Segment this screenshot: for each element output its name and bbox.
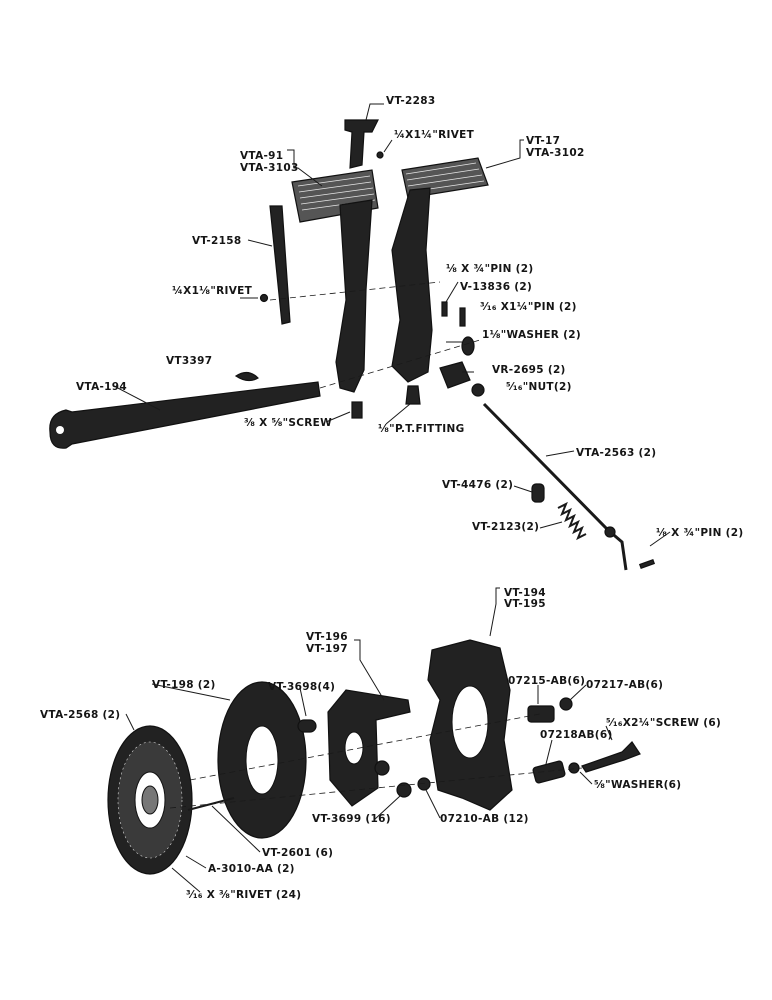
key-vt3397 [234,371,259,382]
screw-5-16 [581,741,641,773]
washer-5-8 [568,762,580,774]
label-vt3699: VT-3699 (16) [312,813,391,825]
label-vt194: VT-194 [504,587,546,599]
spacer-07210 [417,777,431,791]
rod-eye [604,526,616,538]
label-vta194: VTA-194 [76,381,127,393]
label-pt-fitting: ⅛"P.T.FITTING [378,423,465,435]
label-07218: 07218AB(6) [540,729,613,741]
label-pin-3-16: ³⁄₁₆ X1¼"PIN (2) [480,301,577,313]
rivet-left [259,293,269,303]
pt-fitting [405,385,421,405]
label-a3010: A-3010-AA (2) [208,863,295,875]
label-pin-1-8: ⅛ X ¾"PIN (2) [446,263,533,275]
axis-upper-1 [269,281,441,301]
washer-1-1-8 [461,336,475,356]
label-07210: 07210-AB (12) [440,813,529,825]
label-rivet-top: ¼X1¼"RIVET [394,129,475,141]
label-vt196: VT-196 [306,631,348,643]
label-vt2283: VT-2283 [386,95,435,107]
clutch-disc-vta2568 [107,725,193,875]
latch-bar-vt2158 [269,205,291,325]
block-vr2695 [439,361,471,389]
spring-07218 [532,760,566,784]
label-vt2123: VT-2123(2) [472,521,539,533]
label-vt2158: VT-2158 [192,235,241,247]
label-vt3698: VT-3698(4) [268,681,335,693]
label-vr2695: VR-2695 (2) [492,364,566,376]
label-07217: 07217-AB(6) [586,679,663,691]
label-07215: 07215-AB(6) [508,675,585,687]
label-screw-3-8: ⅜ X ⅝"SCREW [244,417,332,429]
label-rivet-left: ¼X1⅛"RIVET [172,285,253,297]
clutch-housing-vt194 [427,639,513,811]
washer-vt3699 [396,782,412,798]
rivet-top [376,151,384,159]
screw-3-8 [351,401,363,419]
label-vta2568: VTA-2568 (2) [40,709,120,721]
roller-small [374,760,390,776]
leader-lines [113,103,671,893]
label-pin-bottom: ⅛ X ¾"PIN (2) [656,527,743,539]
label-vt4476: VT-4476 (2) [442,479,513,491]
pin-3-16 [459,307,466,327]
pin-v13836 [441,301,448,317]
axis-lower-1 [169,767,583,809]
roller-vt3698 [297,719,317,733]
label-vta2563: VTA-2563 (2) [576,447,656,459]
label-vt195: VT-195 [504,598,546,610]
label-vta3102: VTA-3102 [526,147,585,159]
label-v13836: V-13836 (2) [460,281,532,293]
label-vt2601: VT-2601 (6) [262,847,333,859]
label-vt197: VT-197 [306,643,348,655]
spring-07215 [527,705,555,723]
label-vta3103: VTA-3103 [240,162,299,174]
label-washer-2: 1⅛"WASHER (2) [482,329,581,341]
label-vta91: VTA-91 [240,150,283,162]
label-vt198: VT-198 (2) [152,679,216,691]
pin-bottom [638,558,656,570]
lever-arm-hole [344,731,364,765]
nut-5-16 [471,383,485,397]
callout-labels: VT-2283 ¼X1¼"RIVET VTA-91 VTA-3103 VT-17… [40,95,743,901]
bracket-vt2283 [344,119,379,169]
pedal-lever-left [291,169,379,393]
label-washer-6: ⅝"WASHER(6) [594,779,681,791]
rod-vta2563 [482,402,628,571]
label-rivet-24: ³⁄₁₆ X ⅜"RIVET (24) [186,889,301,901]
shaft-vta194 [49,381,321,449]
label-vt3397: VT3397 [166,355,212,367]
spring-vt2123 [557,501,587,541]
pressure-plate-vt198 [217,681,307,839]
cup-07217 [559,697,573,711]
label-nut-2: ⁵⁄₁₆"NUT(2) [506,381,572,393]
label-vt17: VT-17 [526,135,560,147]
collar-vt4476 [531,483,545,503]
lever-arm-vt196 [327,689,411,807]
axis-upper-2 [319,339,481,389]
label-screw-6: ⁵⁄₁₆X2¼"SCREW (6) [606,717,721,729]
